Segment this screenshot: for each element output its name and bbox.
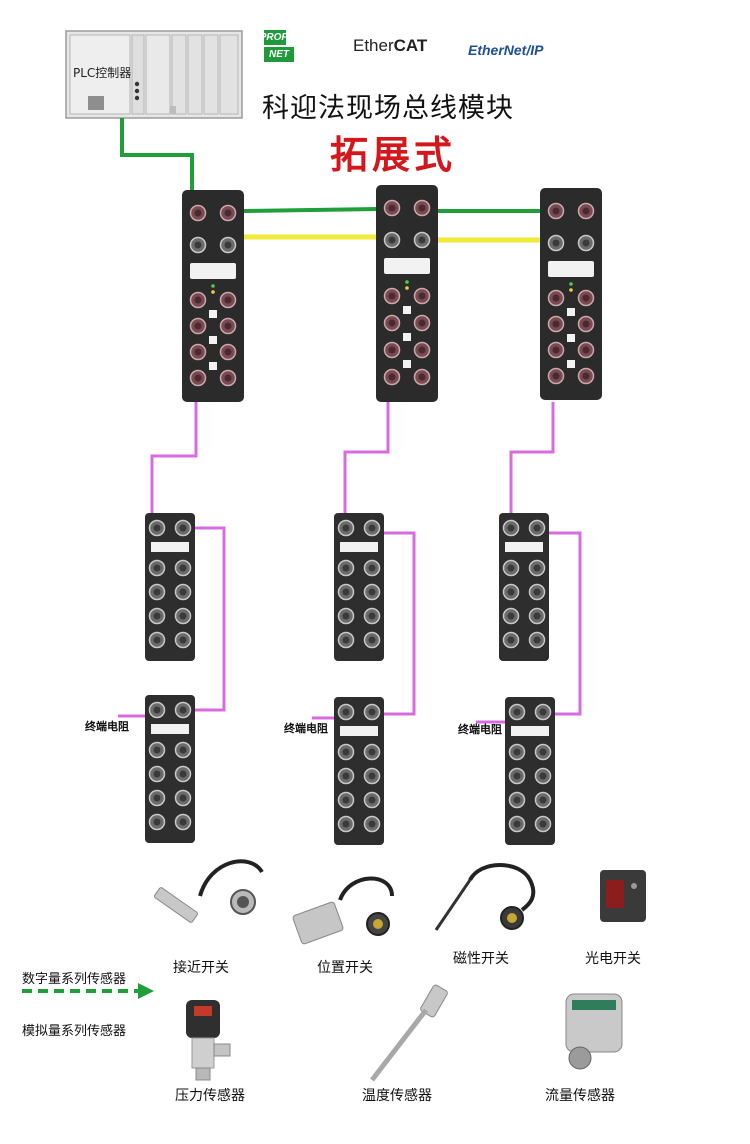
extension-module-3b: [505, 697, 555, 845]
magnetic-switch-sensor-icon: [434, 863, 536, 931]
terminator-label-1: 终端电阻: [85, 720, 129, 733]
plc-controller-label: PLC控制器: [73, 66, 132, 80]
position-switch-sensor-icon: [292, 876, 394, 945]
plc-controller: [65, 30, 243, 119]
legend-digital-sensors: 数字量系列传感器: [22, 972, 127, 987]
photoelectric-switch-sensor-icon: [600, 870, 646, 922]
flow-sensor-icon: [565, 993, 623, 1070]
profinet-logo-top: PROFI: [259, 30, 291, 45]
ethercat-logo: EtherCAT: [353, 36, 428, 55]
extension-module-2b: [334, 697, 384, 845]
profinet-logo-bottom: NET: [264, 47, 294, 62]
temperature-sensor-label: 温度传感器: [362, 1088, 432, 1104]
bus-module-main-2: [376, 185, 438, 402]
extension-module-1b: [145, 695, 195, 843]
terminator-label-3: 终端电阻: [458, 723, 502, 736]
extension-module-3a: [499, 513, 549, 661]
terminator-label-2: 终端电阻: [284, 722, 328, 735]
legend-analog-sensors: 模拟量系列传感器: [22, 1024, 127, 1039]
page-title: 科迎法现场总线模块: [262, 93, 514, 124]
bus-module-main-3: [540, 188, 602, 400]
pressure-sensor-label: 压力传感器: [175, 1088, 245, 1104]
proximity-switch-sensor-icon: [154, 859, 264, 923]
legend-arrow-head: [138, 983, 154, 999]
proximity-switch-label: 接近开关: [173, 960, 229, 976]
pressure-sensor-icon: [186, 1000, 231, 1081]
magnetic-switch-label: 磁性开关: [453, 951, 509, 967]
flow-sensor-label: 流量传感器: [545, 1088, 615, 1104]
extension-module-2a: [334, 513, 384, 661]
extension-module-1a: [145, 513, 195, 661]
bus-module-main-1: [182, 190, 244, 402]
position-switch-label: 位置开关: [317, 960, 373, 976]
ethernet-cables: [120, 118, 541, 243]
photoelectric-switch-label: 光电开关: [585, 951, 641, 967]
temperature-sensor-icon: [370, 984, 448, 1082]
page-subtitle: 拓展式: [330, 132, 457, 177]
ethernetip-logo: EtherNet/IP: [468, 42, 544, 58]
extension-cables: [118, 402, 582, 724]
